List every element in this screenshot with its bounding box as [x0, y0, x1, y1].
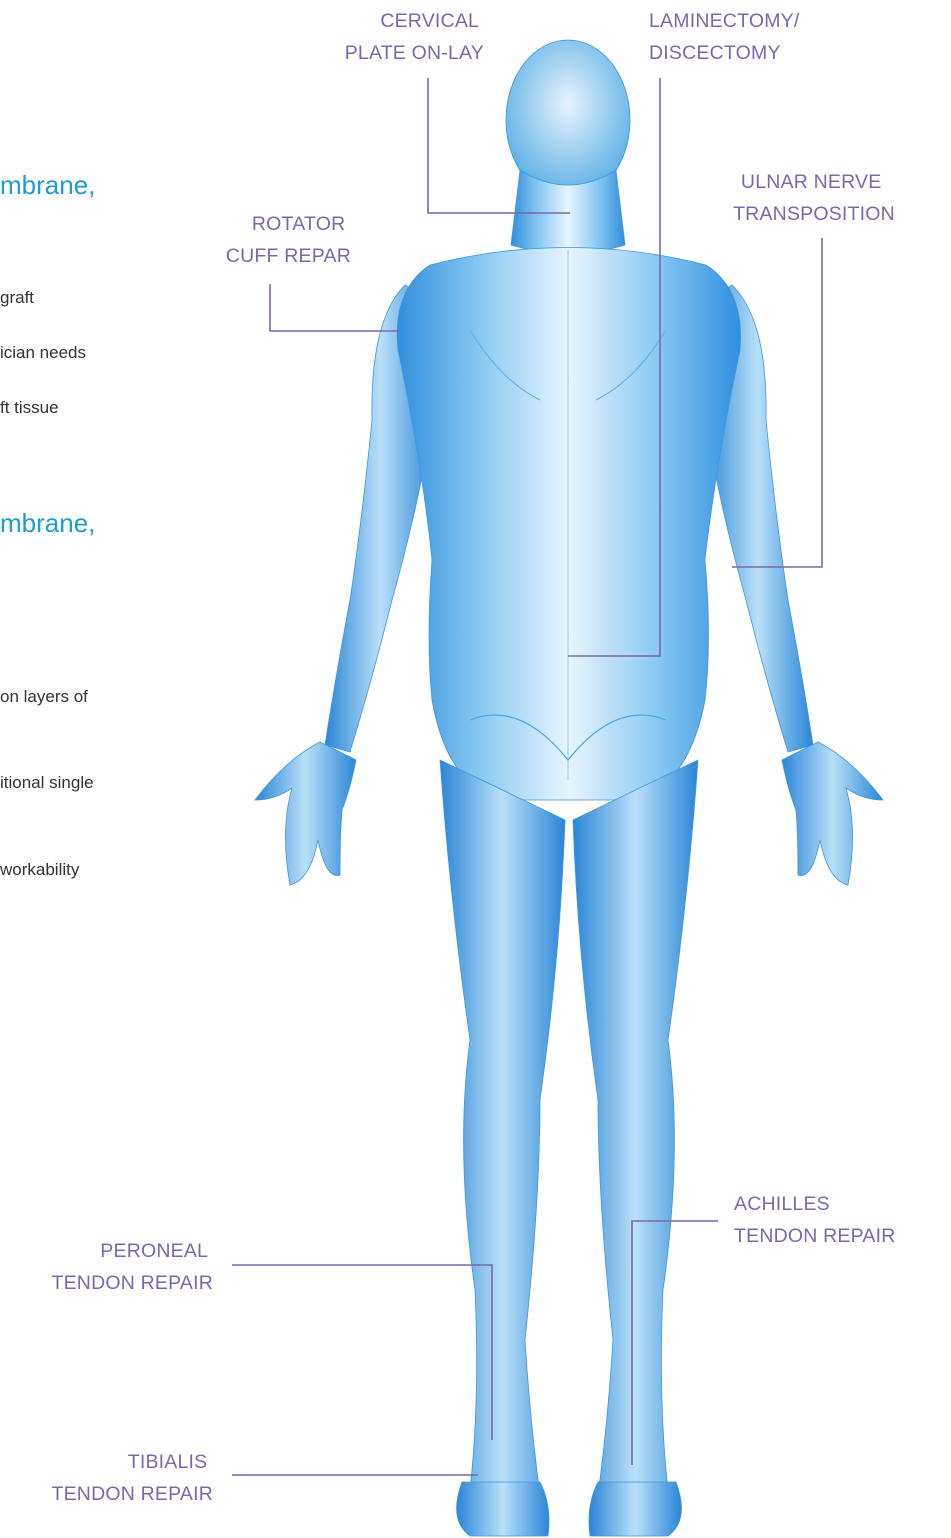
callout-rotator: ROTATOR CUFF REPAR	[226, 213, 351, 267]
leader-rotator	[270, 284, 400, 331]
leader-peroneal	[232, 1265, 492, 1440]
torso	[397, 248, 740, 801]
callout-tibialis: TIBIALIS TENDON REPAIR	[51, 1451, 213, 1505]
callout-peroneal: PERONEAL TENDON REPAIR	[51, 1240, 213, 1294]
left-leg	[440, 760, 565, 1495]
callout-achilles: ACHILLES TENDON REPAIR	[734, 1193, 896, 1247]
left-hand	[255, 742, 356, 885]
callout-ulnar: ULNAR NERVE TRANSPOSITION	[733, 171, 895, 225]
callout-cervical: CERVICAL PLATE ON-LAY	[345, 10, 484, 64]
right-hand	[782, 742, 883, 885]
left-foot	[457, 1482, 549, 1536]
right-leg	[573, 760, 698, 1495]
callout-laminectomy: LAMINECTOMY/ DISCECTOMY	[649, 10, 805, 64]
right-foot	[589, 1482, 681, 1536]
